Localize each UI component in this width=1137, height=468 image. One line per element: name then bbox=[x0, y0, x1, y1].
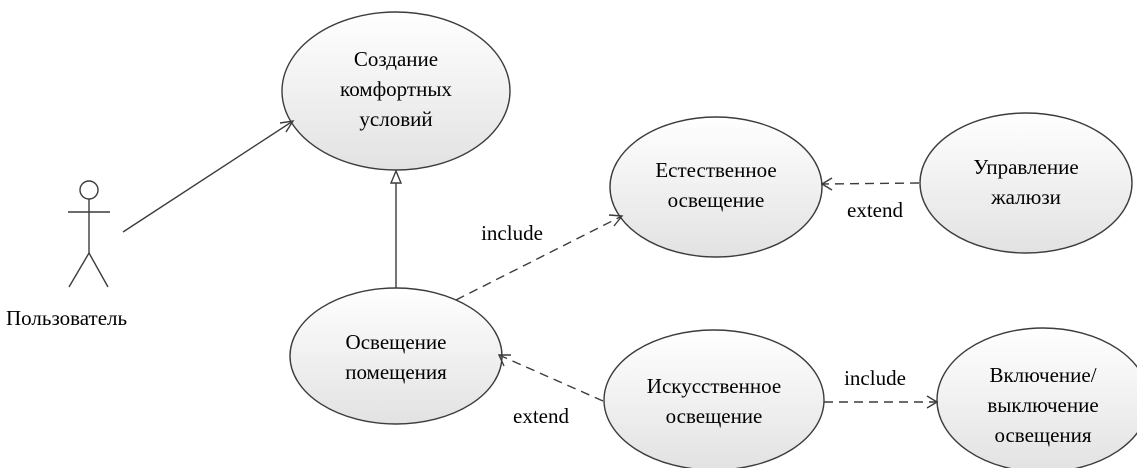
use-case-artificial-lighting-line-1: Искусственное bbox=[646, 374, 782, 398]
use-case-artificial-lighting-ellipse[interactable] bbox=[603, 329, 825, 468]
actor-label: Пользователь bbox=[6, 306, 128, 330]
use-case-blinds-line-2: жалюзи bbox=[991, 185, 1061, 209]
use-case-natural-lighting-line-1: Естественное bbox=[655, 158, 777, 182]
actor-stick-figure-icon[interactable] bbox=[68, 180, 110, 288]
use-case-switch-lighting-ellipse[interactable] bbox=[936, 327, 1137, 468]
use-case-switch-lighting-line-3: освещения bbox=[994, 423, 1092, 447]
association-actor-comfort bbox=[122, 120, 295, 233]
include-artificial-switch bbox=[824, 395, 939, 409]
use-case-blinds-line-1: Управление bbox=[973, 155, 1079, 179]
extend-artificial-room bbox=[497, 354, 604, 402]
use-case-blinds-ellipse[interactable] bbox=[919, 112, 1133, 254]
include-room-natural bbox=[455, 214, 624, 301]
use-case-comfort-line-2: комфортных bbox=[340, 77, 452, 101]
include-switch-label: include bbox=[844, 366, 906, 390]
use-case-natural-lighting-line-2: освещение bbox=[667, 188, 765, 212]
include-natural-label: include bbox=[481, 221, 543, 245]
use-case-switch-lighting-label: Включение/ выключение освещения bbox=[987, 360, 1098, 450]
use-case-natural-lighting-label: Естественное освещение bbox=[655, 155, 776, 215]
extend-blinds-natural bbox=[820, 177, 920, 191]
use-case-natural-lighting-ellipse[interactable] bbox=[609, 116, 823, 258]
use-case-artificial-lighting-label: Искусственное освещение bbox=[647, 371, 781, 431]
use-case-comfort-line-3: условий bbox=[359, 107, 433, 131]
use-case-room-lighting-label: Освещение помещения bbox=[345, 327, 447, 387]
use-case-room-lighting-line-2: помещения bbox=[345, 360, 447, 384]
use-case-switch-lighting-line-2: выключение bbox=[987, 393, 1099, 417]
extend-artificial-label: extend bbox=[513, 404, 569, 428]
use-case-artificial-lighting-line-2: освещение bbox=[665, 404, 763, 428]
use-case-room-lighting-line-1: Освещение bbox=[345, 330, 447, 354]
extend-blinds-label: extend bbox=[847, 198, 903, 222]
use-case-comfort-label: Создание комфортных условий bbox=[340, 44, 452, 134]
use-case-comfort-line-1: Создание bbox=[353, 47, 439, 71]
use-case-switch-lighting-line-1: Включение/ bbox=[989, 363, 1097, 387]
generalization-room-comfort bbox=[389, 169, 403, 288]
use-case-blinds-label: Управление жалюзи bbox=[973, 152, 1078, 212]
